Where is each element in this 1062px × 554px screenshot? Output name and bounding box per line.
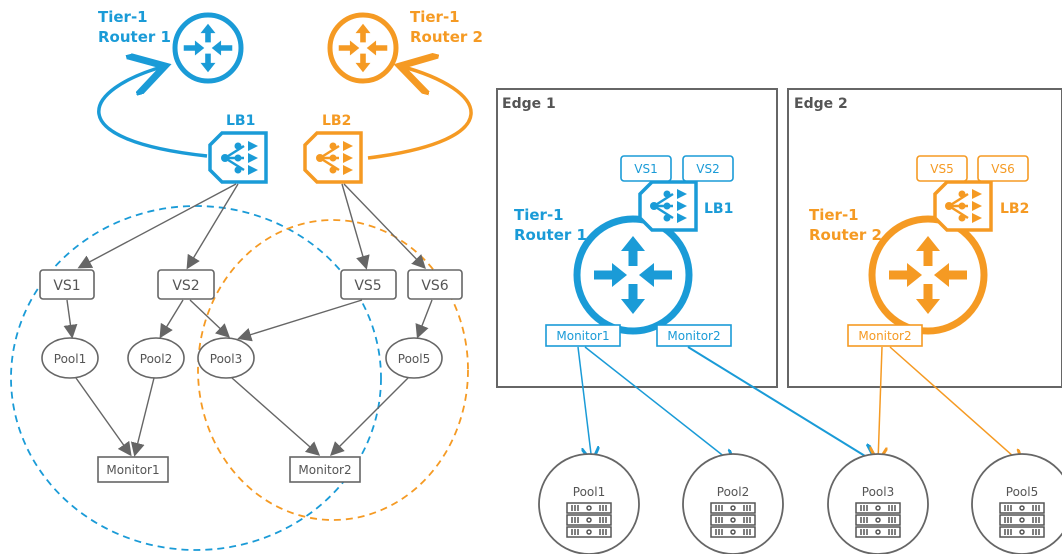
pool2-label: Pool2	[140, 352, 172, 366]
vs5-box: VS5	[340, 269, 397, 300]
pool2-node: Pool2	[127, 337, 185, 379]
lb1-label: LB1	[226, 113, 255, 129]
edge2-title: Edge 2	[794, 96, 848, 112]
right-pool5-node: Pool5	[971, 453, 1062, 554]
edge1-router-icon	[573, 215, 693, 335]
pool2-monitor1-arrow	[130, 377, 155, 457]
router2-label-line2: Router 2	[410, 28, 483, 46]
lb1-icon	[208, 131, 268, 184]
pool5-node: Pool5	[385, 337, 443, 379]
right-pool1-label: Pool1	[573, 485, 605, 499]
right-pool2-node: Pool2	[682, 453, 784, 554]
lb1-vs2-arrow	[186, 183, 239, 270]
edge1-monitor2-pool3-arrow	[687, 346, 878, 464]
edge1-lb-label: LB1	[704, 201, 733, 217]
edge2-monitor2-pool3-arrow	[878, 346, 882, 462]
vs1-pool1-arrow	[63, 299, 78, 339]
edge1-monitor2-label: Monitor2	[667, 329, 720, 343]
edge1-router-line2: Router 1	[514, 226, 587, 244]
edge2-vs6-box: VS6	[977, 155, 1029, 182]
server-icon	[999, 502, 1045, 538]
server-icon	[566, 502, 612, 538]
edge1-monitor1-label: Monitor1	[556, 329, 609, 343]
vs5-label: VS5	[354, 278, 381, 294]
edge1-monitor1-pool2-arrow	[584, 346, 735, 465]
edge2-vs5-box: VS5	[916, 155, 968, 182]
edge1-monitor2-box: Monitor2	[656, 324, 732, 347]
right-pool1-node: Pool1	[538, 453, 640, 554]
lb1-vs1-arrow	[77, 183, 237, 269]
server-icon	[855, 502, 901, 538]
pool5-monitor2-arrow	[330, 377, 409, 456]
router1-label-line2: Router 1	[98, 28, 171, 46]
monitor1-label: Monitor1	[106, 463, 159, 477]
right-pool2-label: Pool2	[717, 485, 749, 499]
right-pool3-label: Pool3	[862, 485, 894, 499]
vs2-box: VS2	[157, 269, 215, 300]
pool5-label: Pool5	[398, 352, 430, 366]
edge1-vs2-label: VS2	[696, 162, 719, 176]
edge1-monitor1-pool1-arrow	[577, 346, 592, 462]
edge2-router-line2: Router 2	[809, 226, 882, 244]
edge1-vs2-box: VS2	[682, 155, 734, 182]
vs6-box: VS6	[407, 269, 463, 300]
router2-label-line1: Tier-1	[410, 8, 460, 26]
lb2-icon	[303, 131, 363, 184]
vs6-pool5-arrow	[415, 299, 433, 339]
edge1-router-line1: Tier-1	[514, 206, 564, 224]
vs2-pool2-arrow	[159, 299, 184, 339]
vs6-label: VS6	[421, 278, 448, 294]
monitor2-label: Monitor2	[298, 463, 351, 477]
pool3-node: Pool3	[197, 337, 255, 379]
edge2-monitor2-pool5-arrow	[889, 346, 1023, 465]
lb2-vs6-arrow	[343, 183, 426, 270]
edge1-lb-icon	[638, 180, 698, 232]
edge2-router-icon	[868, 215, 988, 335]
edge2-lb-label: LB2	[1000, 201, 1029, 217]
vs5-pool3-arrow	[237, 299, 363, 342]
lb2-label: LB2	[322, 113, 351, 129]
edge2-vs6-label: VS6	[991, 162, 1014, 176]
pool1-monitor1-arrow	[75, 377, 132, 457]
edge1-title: Edge 1	[502, 96, 556, 112]
edge2-lb-icon	[933, 180, 993, 232]
vs2-label: VS2	[172, 278, 199, 294]
server-icon	[710, 502, 756, 538]
vs1-label: VS1	[53, 278, 80, 294]
edge2-vs5-label: VS5	[930, 162, 953, 176]
pool3-monitor2-arrow	[231, 377, 321, 456]
lb2-vs5-arrow	[341, 183, 370, 270]
tier1-router-2-icon	[327, 12, 399, 84]
edge1-vs1-label: VS1	[634, 162, 657, 176]
edge2-router-line1: Tier-1	[809, 206, 859, 224]
lb2-to-router2-arrow	[367, 66, 473, 160]
vs1-box: VS1	[39, 269, 95, 300]
pool1-node: Pool1	[41, 337, 99, 379]
right-pool5-label: Pool5	[1006, 485, 1038, 499]
pool1-label: Pool1	[54, 352, 86, 366]
monitor1-box: Monitor1	[97, 456, 169, 483]
pool3-label: Pool3	[210, 352, 242, 366]
monitor2-box: Monitor2	[289, 456, 361, 483]
edge2-monitor2-label: Monitor2	[858, 329, 911, 343]
router1-label-line1: Tier-1	[98, 8, 148, 26]
tier1-router-1-icon	[172, 12, 244, 84]
edge1-vs1-box: VS1	[620, 155, 672, 182]
lb1-to-router1-arrow	[97, 66, 208, 158]
vs2-pool3-arrow	[189, 299, 231, 338]
right-pool3-node: Pool3	[827, 453, 929, 554]
edge2-monitor2-box: Monitor2	[847, 324, 923, 347]
edge1-monitor1-box: Monitor1	[545, 324, 621, 347]
lb2-scope-circle	[197, 219, 469, 521]
